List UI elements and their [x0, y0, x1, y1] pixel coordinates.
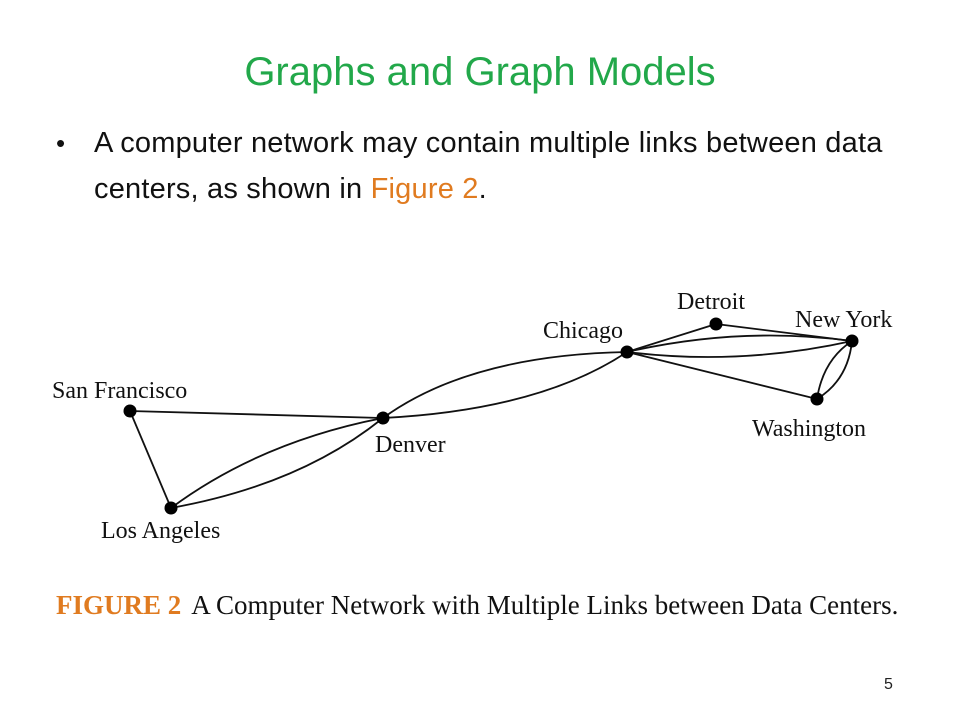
figure-caption-text: A Computer Network with Multiple Links b…	[191, 590, 899, 620]
node-denver	[376, 411, 390, 425]
page-number: 5	[884, 676, 893, 693]
label-new-york: New York	[795, 307, 892, 333]
edge-chi-ny-1	[626, 334, 853, 353]
edge-chi-det	[626, 323, 717, 353]
node-detroit	[709, 317, 723, 331]
label-denver: Denver	[375, 432, 446, 458]
bullet-text-after: .	[478, 173, 487, 205]
node-new-york	[845, 334, 859, 348]
label-washington: Washington	[752, 416, 866, 442]
edge-chi-ny-2	[626, 340, 853, 358]
edge-ny-was-1	[816, 340, 853, 400]
node-los-angeles	[164, 501, 178, 515]
label-detroit: Detroit	[677, 289, 745, 315]
figure-caption-label: FIGURE 2	[56, 590, 182, 620]
edge-sf-la	[129, 410, 172, 509]
label-los-angeles: Los Angeles	[101, 518, 220, 544]
node-san-francisco	[123, 404, 137, 418]
figure-caption: FIGURE 2 A Computer Network with Multiple…	[56, 588, 906, 622]
edge-den-chi-2	[382, 351, 628, 419]
bullet-text: A computer network may contain multiple …	[94, 120, 914, 212]
node-group	[123, 317, 859, 515]
slide-title: Graphs and Graph Models	[244, 50, 716, 94]
edge-la-den-1	[170, 417, 384, 509]
label-group: San Francisco Denver Los Angeles Chicago…	[52, 289, 892, 544]
node-washington	[810, 392, 824, 406]
label-san-francisco: San Francisco	[52, 378, 187, 404]
bullet-text-before: A computer network may contain multiple …	[94, 127, 883, 205]
node-chicago	[620, 345, 634, 359]
bullet-dot-icon: •	[56, 128, 66, 158]
edge-la-den-2	[170, 417, 384, 509]
edge-ny-was-2	[816, 340, 853, 400]
figure-reference: Figure 2	[370, 173, 479, 205]
edge-den-chi-1	[382, 351, 628, 419]
label-chicago: Chicago	[543, 318, 623, 344]
edge-chi-was	[626, 351, 818, 400]
edge-sf-den	[129, 410, 384, 419]
edge-group	[129, 323, 853, 509]
